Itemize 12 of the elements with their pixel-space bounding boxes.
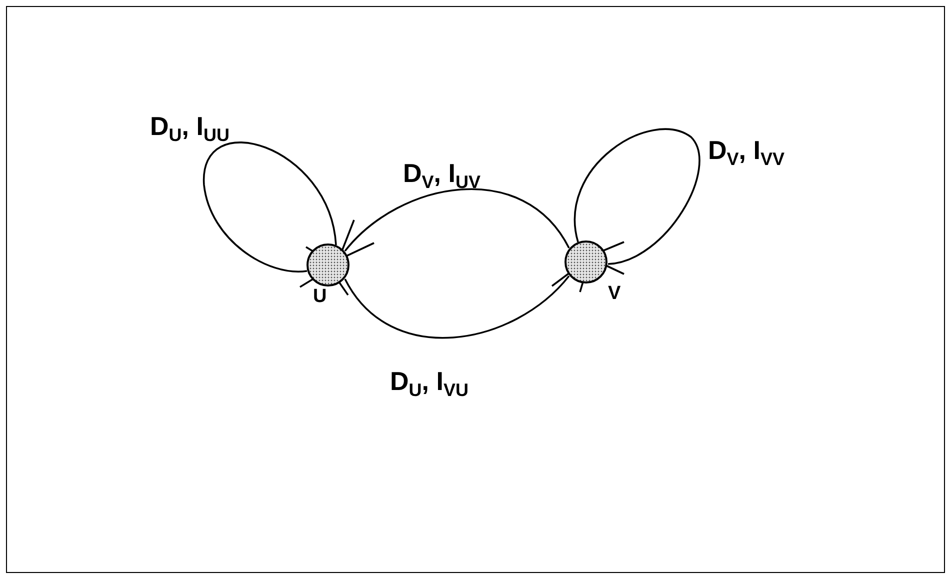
connector-line [574,128,700,265]
edge-label: D$_{U}$, I$_{UU}$ [150,111,230,147]
edge-label: D$_{U}$, I$_{VU}$ [390,366,468,402]
connector-line [344,275,570,338]
connector-line [203,142,337,272]
node-circle [564,240,608,284]
edge-label: D$_{V}$, I$_{VV}$ [708,135,784,171]
node-circle [306,243,350,287]
edge-label: D$_{V}$, I$_{UV}$ [403,158,480,194]
node-label: U [313,287,327,306]
node-label: V [608,284,621,303]
connector-line [344,188,570,252]
